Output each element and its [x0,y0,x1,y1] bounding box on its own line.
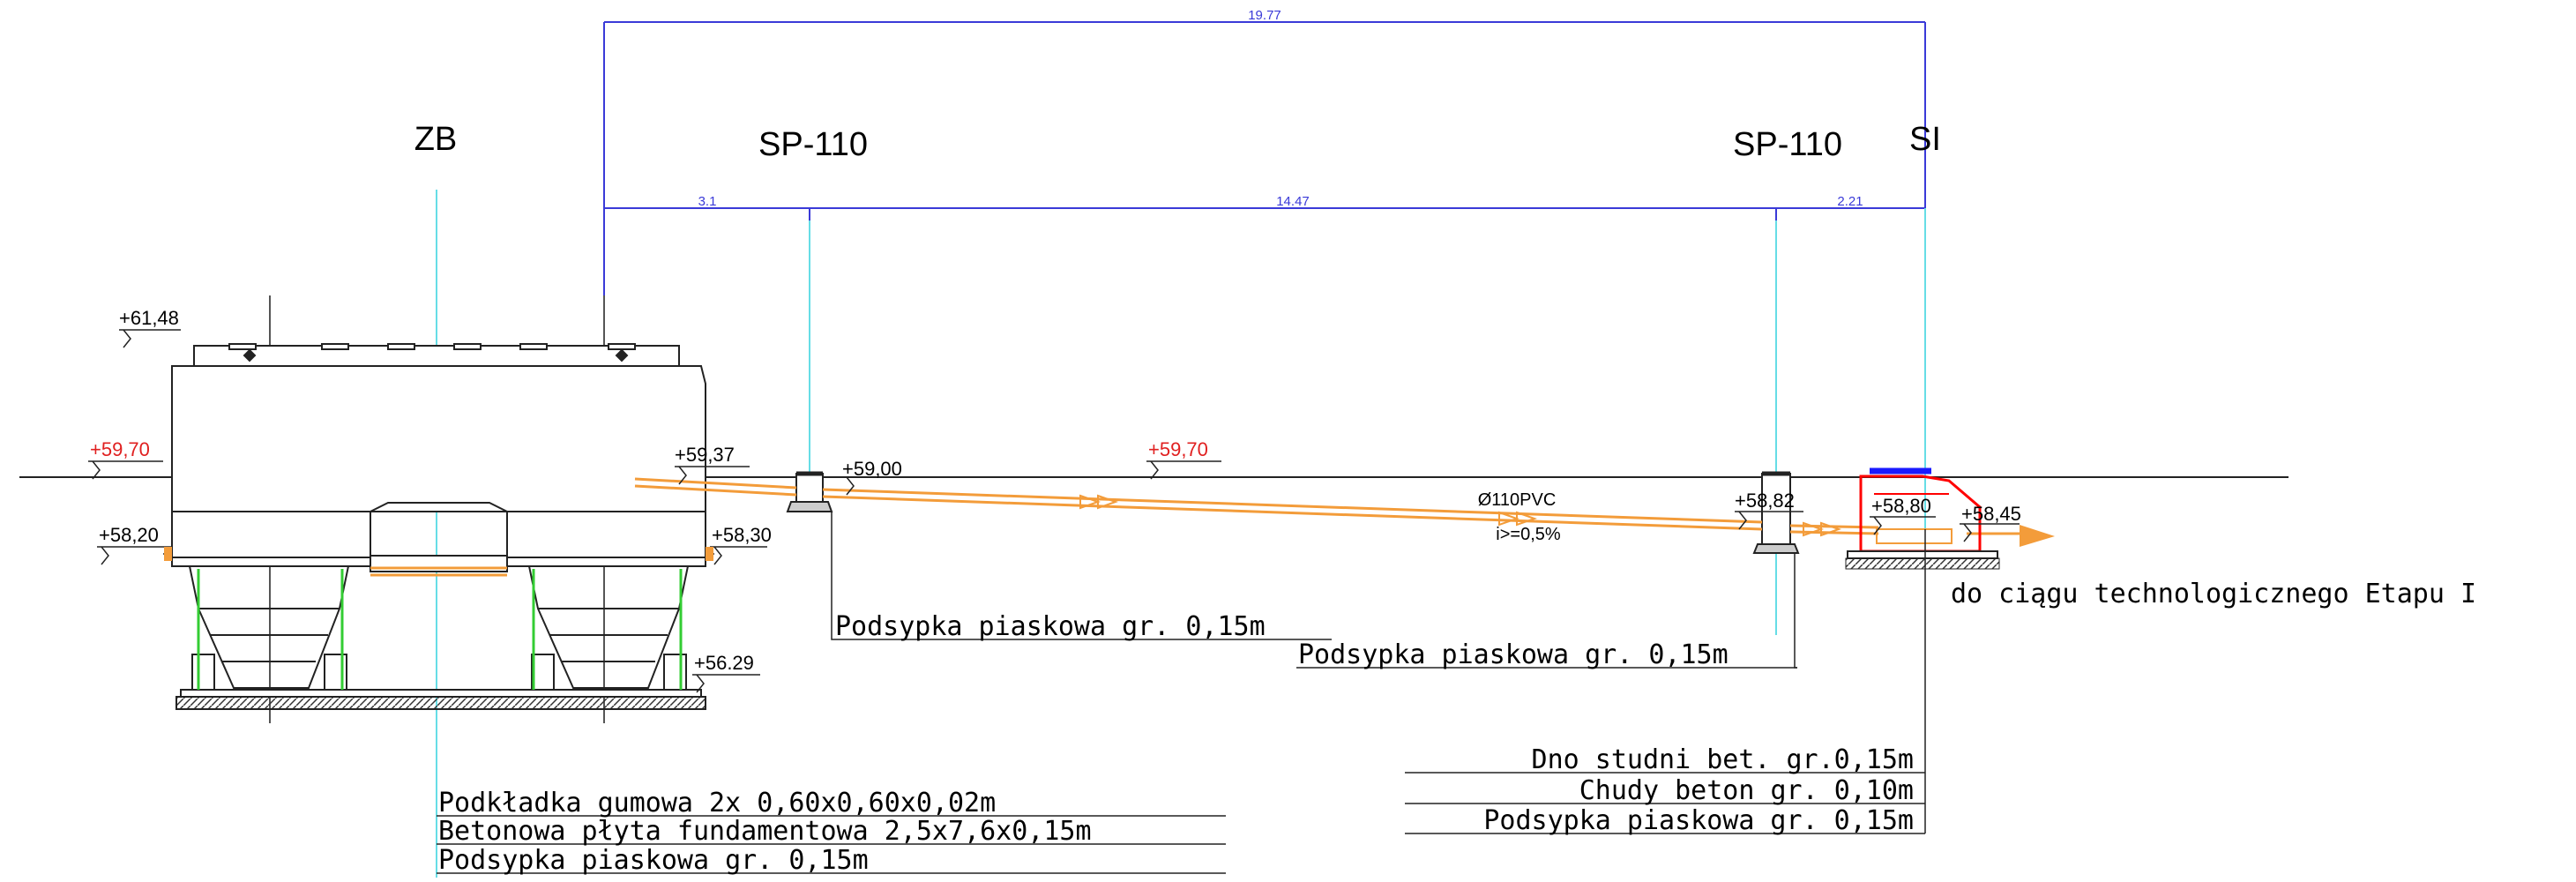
dim-seg2: 14.47 [1276,194,1310,209]
elev-tank-bottom: +56.29 [694,652,754,674]
pipe-diameter: Ø110PVC [1478,490,1557,510]
si-layer-1: Dno studni bet. gr.0,15m [1532,744,1914,775]
elev-si-left: +58,80 [1871,495,1931,517]
elev-sp1-inlet: +59,00 [842,458,902,480]
elev-tank-right-pipe: +58,30 [712,524,772,546]
flow-arrows [1079,494,1842,537]
separator-si [1845,467,2000,570]
note-sand-sp2: Podsypka piaskowa gr. 0,15m [1298,639,1729,670]
si-layer-2: Chudy beton gr. 0,10m [1579,775,1914,806]
label-sp1: SP-110 [758,126,868,163]
stub-left [164,547,172,561]
tank-layer-leaders [437,815,1226,874]
tank-layer-3: Podsypka piaskowa gr. 0,15m [438,845,869,876]
tank-supports [197,569,683,690]
dim-seg1: 3.1 [698,194,717,209]
note-leaders [831,512,1797,669]
tank-connector-pipe [370,566,507,577]
elev-sp2-inlet: +58,82 [1735,490,1795,512]
label-si: SI [1909,121,1941,158]
elev-inlet-tank: +59,37 [675,444,735,466]
elevation-markers [88,329,2020,693]
elev-ground-left: +59,70 [90,438,150,460]
outlet-arrow [2020,525,2055,547]
label-zb: ZB [414,121,458,158]
elev-si-right: +58,45 [1961,503,2021,525]
dim-seg3: 2.21 [1837,194,1863,209]
well-sp2 [1752,471,1800,554]
dimension-lines [603,21,1926,494]
tank-layer-1: Podkładka gumowa 2x 0,60x0,60x0,02m [438,788,996,818]
tank-layer-2: Betonowa płyta fundamentowa 2,5x7,6x0,15… [438,816,1092,847]
pipeline [634,477,2020,535]
elev-ground-mid: +59,70 [1148,438,1208,460]
si-layer-3: Podsypka piaskowa gr. 0,15m [1483,805,1914,836]
elev-top-tank: +61,48 [119,307,179,329]
label-sp2: SP-110 [1733,126,1842,163]
stub-right [706,547,713,561]
pipe-slope: i>=0,5% [1496,525,1561,544]
well-sp1 [786,471,833,512]
dim-total: 19.77 [1248,8,1281,23]
note-outlet: do ciągu technologicznego Etapu I [1951,579,2476,609]
tank-zb [171,295,706,723]
elev-tank-left-pipe: +58,20 [99,524,159,546]
si-layer-leaders [1405,529,1926,834]
note-sand-sp1: Podsypka piaskowa gr. 0,15m [835,611,1266,642]
tank-top-details [228,343,636,363]
